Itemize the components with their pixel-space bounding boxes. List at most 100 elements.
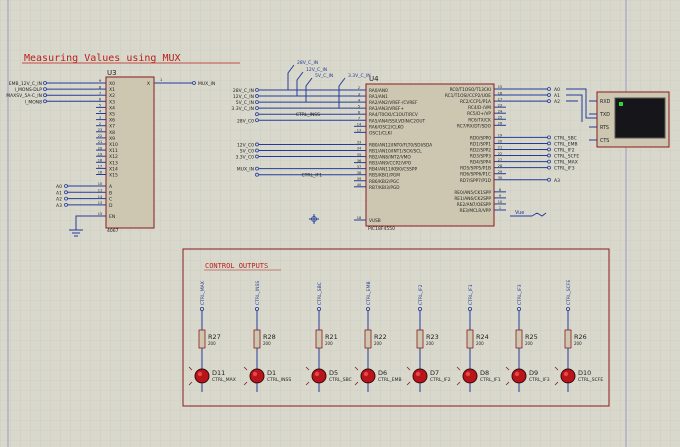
mcu-right-pin-number: 29 <box>498 170 502 174</box>
led-ref: D7 <box>430 369 439 377</box>
mcu-right-pin-label: RE3/MCLR/VPP <box>459 208 491 214</box>
net-label-mux-addr: A1 <box>56 190 62 196</box>
mcu-right-pin-number: 19 <box>498 134 502 138</box>
mcu-right-net-terminal <box>547 87 551 91</box>
mcu-left-pin-number: 34 <box>357 147 362 151</box>
net-label-mcu-right: A1 <box>554 93 560 99</box>
mux-pin-number: 7 <box>99 91 101 95</box>
mux-4067[interactable]: U3 4067 X09X18X27X36X45X54X63X72X823X922… <box>6 69 215 234</box>
mux-addr-terminal <box>64 196 68 201</box>
led-leads <box>505 366 510 386</box>
mux-pin-number: 3 <box>99 116 101 120</box>
origin-marker <box>309 214 319 224</box>
mcu-left-pin-number: 6 <box>358 110 360 114</box>
led-ref: D6 <box>378 369 387 377</box>
resistor-value: 200 <box>525 341 533 346</box>
led-highlight <box>363 371 369 377</box>
power-net-wire <box>305 77 313 103</box>
mcu-left-pin-label: RA3/AN3/VREF+ <box>369 106 404 112</box>
led-d7-body <box>412 368 428 384</box>
led-highlight <box>563 371 569 377</box>
mcu-right-net-terminal <box>547 147 551 152</box>
led-d5-body <box>311 368 327 384</box>
net-label-mcu-left: 5V_C0 <box>240 149 254 155</box>
mcu-pic18f4550[interactable]: U4 PIC18F4550 RA0/AN0228V_C_INRA1/AN1312… <box>231 75 579 232</box>
power-label: 28V_C_IN <box>297 60 318 66</box>
mux-pin-label: X3 <box>109 99 115 105</box>
power-net-wire <box>287 64 295 90</box>
mcu-right-pin-number: 24 <box>498 109 503 113</box>
led-label: CTRL_EMB <box>378 377 402 383</box>
control-outputs-panel[interactable]: CONTROL OUTPUTS CTRL_MAXR27200D11CTRL_MA… <box>182 248 610 407</box>
mcu-right-net-terminal <box>547 141 551 146</box>
mux-pin-number: 2 <box>99 122 101 126</box>
mcu-left-pin-label: RB2/AN8/INT2/VMO <box>369 155 411 161</box>
mcu-left-net-terminal <box>255 112 259 117</box>
led-leads <box>354 366 359 386</box>
resistor-value: 200 <box>426 341 434 346</box>
mcu-right-pin-number: 20 <box>498 140 502 144</box>
mcu-right-pin-label: RD7/SPP7/P1D <box>460 178 492 184</box>
net-label-mux-addr: A3 <box>56 203 62 209</box>
mcu-right-pin-number: 28 <box>498 164 502 168</box>
mcu-right-net-terminal <box>547 93 551 97</box>
mcu-right-pin-number: 10 <box>498 200 502 204</box>
mux-pin-label: X0 <box>109 81 115 87</box>
mcu-left-pin-label: RB5/KBI1/PGM <box>369 173 400 179</box>
mcu-left-pin-number: 38 <box>357 171 361 175</box>
mux-pin-label: X1 <box>109 87 115 93</box>
mux-input-terminal <box>43 93 47 98</box>
mux-pin-number: 6 <box>99 98 101 102</box>
mux-pin-number: 20 <box>98 146 102 150</box>
mcu-right-pin-label: RC7/RX/DT/SDO <box>457 123 492 129</box>
mcu-right-pin-label: RD2/SPP2 <box>470 148 491 154</box>
mux-ref: U3 <box>107 69 117 77</box>
sheet-title: Measuring Values using MUX <box>24 53 181 64</box>
mux-ctrl-pin-number: 14 <box>98 195 103 199</box>
mux-pin-number: 16 <box>98 171 102 175</box>
mcu-left-net-terminal <box>255 172 259 177</box>
mcu-left-pin-label: RB1/AN10/INT1/SCK/SCL <box>369 149 422 155</box>
mcu-left-pin-number: 36 <box>357 159 361 163</box>
channel-terminal <box>566 306 571 311</box>
mcu-left-net-terminal <box>255 154 259 159</box>
net-label-mcu-right: CTRL_IF3 <box>554 166 575 172</box>
mcu-left-pin-label: RB3/AN9/CCP2/VPO <box>369 161 412 167</box>
mux-body <box>105 76 155 229</box>
resistor-ref: R28 <box>263 333 276 341</box>
mux-pin-label: X11 <box>109 148 118 154</box>
mcu-right-pin-number: 26 <box>498 122 502 126</box>
resistor-r24 <box>466 329 474 349</box>
net-label-mcu-right: CTRL_SBC <box>554 135 577 141</box>
net-label-mcu-left: CTRL_INSS <box>296 112 320 118</box>
mcu-right-pin-label: RD0/SPP0 <box>470 135 491 141</box>
mcu-left-pin-number: 37 <box>357 165 361 169</box>
mcu-left-pin-label: RA6/OSC2/CLKO <box>369 124 404 130</box>
resistor-r27 <box>198 329 206 349</box>
mcu-right-pin-number: 23 <box>498 103 502 107</box>
resistor-r26 <box>564 329 572 349</box>
mcu-left-pin-label: RB0/AN12/INT0/FLT0/SDI/SDA <box>369 142 432 148</box>
led-label: CTRL_IF1 <box>480 377 501 383</box>
led-ref: D11 <box>212 369 225 377</box>
mcu-left-pin-number: 35 <box>357 153 361 157</box>
mcu-right-pin-number: 25 <box>498 115 502 119</box>
mcu-left-pin-number: 5 <box>358 104 360 108</box>
mcu-right-pin-label: RE0/AN5/CK1SPP <box>454 190 491 196</box>
mcu-right-pin-label: RC4/D-/VM <box>468 105 491 111</box>
led-highlight <box>314 371 320 377</box>
mcu-left-net-terminal <box>255 100 259 104</box>
mux-pin-label: X8 <box>109 130 115 136</box>
led-leads <box>456 366 461 386</box>
